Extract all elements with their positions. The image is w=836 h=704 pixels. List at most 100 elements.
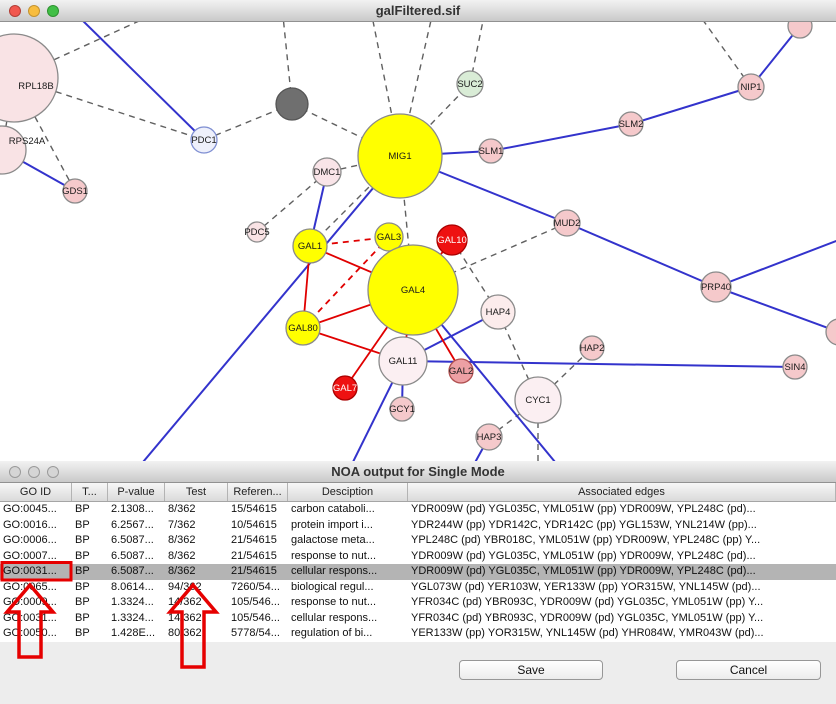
minimize-button-inactive[interactable] (28, 466, 40, 478)
node-sin4[interactable] (782, 354, 808, 380)
edge-pd[interactable] (715, 238, 836, 288)
column-header-referen[interactable]: Referen... (228, 483, 288, 501)
node-gal7[interactable] (332, 375, 358, 401)
edge-pd[interactable] (138, 155, 401, 461)
network-canvas[interactable]: RPL18BRPS24AGDS1PDC1MIG1SUC2SLM1SLM2NIP1… (0, 22, 836, 461)
cell-description: carbon cataboli... (291, 503, 375, 515)
column-header-t[interactable]: T... (72, 483, 108, 501)
node-gal2[interactable] (448, 358, 474, 384)
node-label-rpl18b: RPL18B (18, 81, 53, 92)
cell-type: BP (75, 503, 90, 515)
save-button[interactable]: Save (459, 660, 603, 680)
column-header-go-id[interactable]: GO ID (0, 483, 72, 501)
cell-edges: YDR009W (pd) YGL035C, YML051W (pp) YDR00… (411, 565, 756, 577)
node-gds1[interactable] (62, 178, 88, 204)
node-gray1[interactable] (275, 87, 309, 121)
node-slm1[interactable] (478, 138, 504, 164)
node-pdc5[interactable] (246, 221, 268, 243)
cell-description: cellular respons... (291, 611, 378, 624)
edge-pd[interactable] (78, 22, 205, 141)
cell-go-id: GO:0016... (3, 518, 57, 531)
node-prp40[interactable] (700, 271, 732, 303)
node-tr1[interactable] (787, 22, 813, 39)
node-hap4[interactable] (480, 294, 516, 330)
cell-description: response to nut... (291, 596, 376, 608)
cell-reference: 5778/54... (231, 627, 280, 639)
cancel-button[interactable]: Cancel (676, 660, 821, 680)
zoom-button[interactable] (47, 5, 59, 17)
cell-edges: YDR244W (pp) YDR142C, YDR142C (pp) YGL15… (411, 518, 757, 531)
node-dmc1[interactable] (312, 157, 342, 187)
node-gal11[interactable] (378, 336, 428, 386)
close-button-inactive[interactable] (9, 466, 21, 478)
edge-pd[interactable] (566, 222, 717, 288)
zoom-button-inactive[interactable] (47, 466, 59, 478)
node-rpl18b[interactable] (0, 33, 59, 123)
column-header-desciption[interactable]: Desciption (288, 483, 408, 501)
node-gal10[interactable] (436, 224, 468, 256)
cell-description: biological regul... (291, 580, 374, 593)
cell-p-value: 1.428E... (111, 627, 156, 639)
edge-pp[interactable] (256, 171, 328, 233)
node-mig1[interactable] (357, 113, 443, 199)
node-label-gal1: GAL1 (298, 241, 322, 252)
node-gal3[interactable] (374, 222, 404, 252)
cell-edges: YDR009W (pd) YGL035C, YML051W (pp) YDR00… (411, 503, 756, 515)
cell-test: 14/362 (168, 611, 202, 624)
cell-go-id: GO:0045... (3, 503, 57, 515)
node-suc2[interactable] (456, 70, 484, 98)
edge-pd[interactable] (490, 123, 632, 152)
cell-type: BP (75, 518, 90, 531)
cell-test: 8/362 (168, 565, 196, 577)
column-header-test[interactable]: Test (165, 483, 228, 501)
node-label-prp40: PRP40 (701, 282, 731, 293)
cell-description: cellular respons... (291, 565, 378, 577)
edge-pd[interactable] (715, 286, 836, 332)
cell-test: 8/362 (168, 534, 196, 546)
edge-pp[interactable] (412, 222, 568, 291)
cell-reference: 15/54615 (231, 503, 277, 515)
cell-test: 80/362 (168, 627, 202, 639)
column-header-associated-edges[interactable]: Associated edges (408, 483, 836, 501)
node-hap3[interactable] (475, 423, 503, 451)
node-nip1[interactable] (737, 73, 765, 101)
close-button[interactable] (9, 5, 21, 17)
node-gcy1[interactable] (389, 396, 415, 422)
node-gal4[interactable] (367, 244, 459, 336)
node-hap2[interactable] (579, 335, 605, 361)
edge-pp[interactable] (700, 22, 752, 88)
node-label-sin4: SIN4 (784, 362, 805, 373)
edge-pd[interactable] (630, 86, 752, 125)
node-gal80[interactable] (285, 310, 321, 346)
column-header-p-value[interactable]: P-value (108, 483, 165, 501)
node-mud2[interactable] (553, 209, 581, 237)
cell-reference: 10/54615 (231, 518, 277, 531)
edge-red-dash[interactable] (302, 236, 390, 329)
node-label-mud2: MUD2 (554, 218, 581, 229)
node-label-hap3: HAP3 (477, 432, 502, 443)
node-gal1[interactable] (292, 228, 328, 264)
node-label-gal2: GAL2 (449, 366, 473, 377)
cell-type: BP (75, 549, 90, 562)
node-pdc1[interactable] (190, 126, 218, 154)
minimize-button[interactable] (28, 5, 40, 17)
node-rps24a[interactable] (0, 125, 27, 175)
cell-type: BP (75, 580, 90, 593)
node-rn1[interactable] (825, 318, 836, 346)
network-window-titlebar[interactable]: galFiltered.sif (0, 0, 836, 22)
node-slm2[interactable] (618, 111, 644, 137)
noa-window-titlebar[interactable]: NOA output for Single Mode (0, 461, 836, 483)
node-cyc1[interactable] (514, 376, 562, 424)
node-label-slm1: SLM1 (479, 146, 504, 157)
